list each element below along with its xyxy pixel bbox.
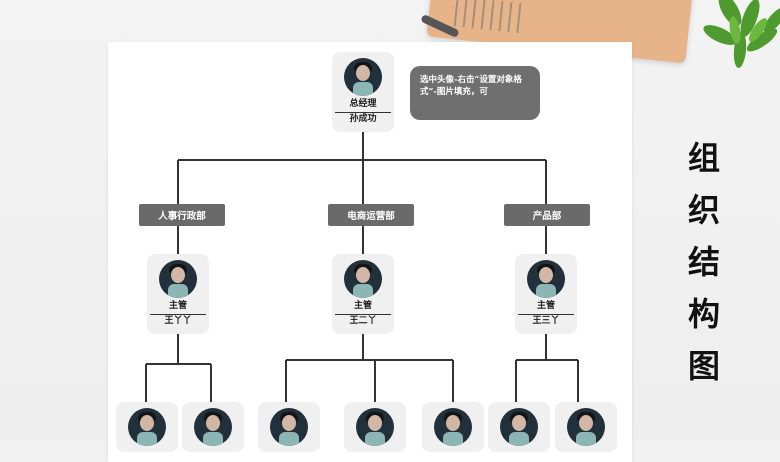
person-avatar-icon[interactable] [567,408,605,446]
head-name: 王丫丫 [164,316,192,326]
dept-label-product[interactable]: 产品部 [504,204,590,226]
person-avatar-icon[interactable] [344,260,382,298]
staff-card[interactable] [422,402,484,452]
hr-head-card[interactable]: 主管 王丫丫 [147,254,209,334]
staff-card[interactable] [258,402,320,452]
staff-card[interactable] [555,402,617,452]
staff-card[interactable] [182,402,244,452]
title-char: 结 [687,243,720,281]
staff-card[interactable] [116,402,178,452]
plant-icon [703,0,780,68]
ceo-role: 总经理 [349,99,377,109]
title-char: 构 [687,295,720,333]
dept-label-hr[interactable]: 人事行政部 [139,204,225,226]
person-avatar-icon[interactable] [128,408,166,446]
head-name: 王二丫 [349,316,377,326]
person-avatar-icon[interactable] [159,260,197,298]
product-head-card[interactable]: 主管 王三丫 [515,254,577,334]
ceo-name: 孙成功 [349,114,377,124]
person-avatar-icon[interactable] [194,408,232,446]
connector-lines [145,132,579,404]
head-role: 主管 [353,301,372,311]
ecommerce-head-card[interactable]: 主管 王二丫 [332,254,394,334]
person-avatar-icon[interactable] [500,408,538,446]
title-char: 组 [687,139,720,177]
divider [335,112,391,113]
dept-label-ecommerce[interactable]: 电商运营部 [328,204,414,226]
divider [518,314,574,315]
tooltip-note: 选中头像-右击“设置对象格式”-图片填充，可 [410,66,540,120]
person-avatar-icon[interactable] [434,408,472,446]
staff-card[interactable] [344,402,406,452]
person-avatar-icon[interactable] [344,58,382,96]
divider [335,314,391,315]
head-role: 主管 [536,301,555,311]
vertical-title: 组 织 结 构 图 [682,132,726,392]
person-avatar-icon[interactable] [270,408,308,446]
title-char: 图 [687,347,720,385]
title-char: 织 [687,191,720,229]
person-avatar-icon[interactable] [527,260,565,298]
divider [150,314,206,315]
head-role: 主管 [168,301,187,311]
ceo-card[interactable]: 总经理 孙成功 [332,52,394,132]
person-avatar-icon[interactable] [356,408,394,446]
staff-card[interactable] [488,402,550,452]
head-name: 王三丫 [532,316,560,326]
